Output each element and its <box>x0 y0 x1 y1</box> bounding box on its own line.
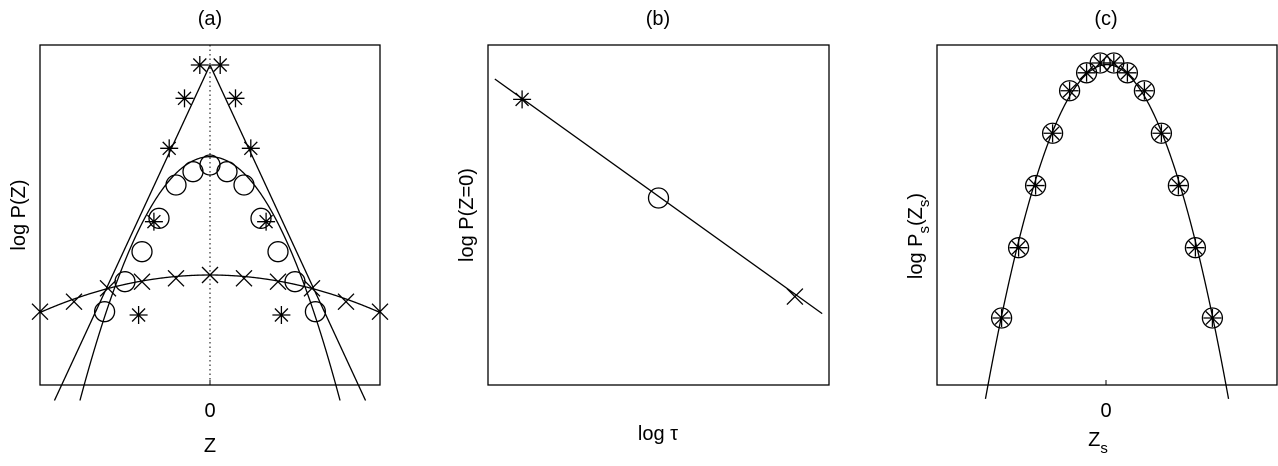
panel-c-point-13 <box>1201 307 1224 329</box>
panel-a-point-circle-2 <box>216 161 238 183</box>
panel-c-point-7 <box>1103 52 1125 74</box>
panel-c-point-4 <box>1058 80 1081 102</box>
panel-b-marks <box>494 78 823 315</box>
panel-b-xlabel: log τ <box>638 423 678 445</box>
panel-c-ylabel: log Ps(Zs) <box>905 193 933 279</box>
panel-a-point-x-8 <box>303 279 321 297</box>
panel-a-point-star-5 <box>241 139 260 158</box>
panel-b-point-circle <box>647 187 670 209</box>
panel-b-point-star <box>513 90 532 109</box>
panel-a-label: (a) <box>198 8 222 30</box>
panel-c-marks <box>984 52 1230 399</box>
panel-a-point-circle-4 <box>233 174 255 196</box>
panel-a-point-circle-9 <box>114 271 136 293</box>
panel-a-point-star-4 <box>160 139 179 158</box>
panel-a-point-x-0 <box>31 303 49 321</box>
panel-b-frame <box>487 44 830 386</box>
panel-c-curve <box>984 63 1230 399</box>
panel-a-point-circle-11 <box>93 301 116 323</box>
panel-c: (c) 0 Zs log Ps(Zs) <box>905 8 1278 457</box>
panel-c-label: (c) <box>1094 8 1117 30</box>
panel-b-point-x <box>786 288 804 306</box>
panel-b-fit-line <box>494 78 823 315</box>
panel-a-point-circle-6 <box>250 207 272 229</box>
panel-c-point-3 <box>1041 122 1064 144</box>
panel-a-point-x-2 <box>99 279 117 297</box>
panel-a-point-circle-3 <box>165 174 187 196</box>
panel-a-point-star-1 <box>211 56 230 74</box>
panel-a-point-x-6 <box>235 269 253 287</box>
panel-a-ylabel: log P(Z) <box>8 179 30 250</box>
panel-a-point-x-5 <box>201 266 219 284</box>
panel-c-point-10 <box>1150 122 1173 144</box>
panel-b-ylabel: log P(Z=0) <box>456 168 478 262</box>
panel-a-point-circle-5 <box>148 207 170 229</box>
panel-c-point-11 <box>1167 174 1190 197</box>
panel-c-ylabel-tail-sub: s <box>916 200 933 208</box>
panel-b: (b) log τ log P(Z=0) <box>456 8 830 445</box>
panel-a-point-x-4 <box>167 269 185 287</box>
panel-c-xlabel-sub: s <box>1100 440 1108 457</box>
panel-a-point-circle-8 <box>267 241 289 263</box>
panel-a-point-star-2 <box>175 89 194 108</box>
panel-c-ylabel-sub: s <box>916 226 933 234</box>
panel-a-point-star-0 <box>190 56 209 74</box>
panel-a-point-x-9 <box>337 293 355 311</box>
panel-a-point-x-1 <box>65 293 83 311</box>
panel-a-point-circle-12 <box>304 301 327 323</box>
panel-a-point-circle-10 <box>284 271 306 293</box>
panel-c-ylabel-main: log P <box>905 233 927 279</box>
panel-c-point-1 <box>1007 237 1030 259</box>
panel-a-point-x-10 <box>371 303 389 321</box>
panel-a-curve-circle <box>79 156 341 401</box>
panel-c-xlabel-main: Z <box>1088 429 1100 451</box>
panel-a: (a) 0 Z log P(Z) <box>8 8 389 457</box>
panel-a-xlabel: Z <box>204 435 216 457</box>
panel-b-label: (b) <box>646 8 670 30</box>
panel-a-point-star-9 <box>272 306 291 324</box>
panel-a-point-x-3 <box>133 273 151 291</box>
panel-c-tick-label: 0 <box>1100 400 1111 422</box>
panel-a-point-x-7 <box>269 273 287 291</box>
panel-a-curve-star <box>53 63 367 401</box>
panel-c-point-12 <box>1184 237 1207 259</box>
panel-c-point-0 <box>990 307 1013 329</box>
panel-a-point-star-8 <box>129 306 148 324</box>
panel-a-tick-label: 0 <box>204 400 215 422</box>
panel-c-xlabel: Zs <box>1088 429 1108 457</box>
panel-a-point-star-3 <box>226 89 245 108</box>
panel-c-ylabel-tail: (Z <box>905 207 927 226</box>
panel-c-point-5 <box>1075 62 1098 84</box>
panel-c-point-9 <box>1133 80 1156 102</box>
panel-c-frame <box>936 44 1278 386</box>
panel-c-ylabel-end: ) <box>905 193 927 200</box>
panel-c-point-2 <box>1024 174 1047 197</box>
panel-a-marks <box>31 56 389 401</box>
panel-c-point-8 <box>1116 62 1139 84</box>
panel-a-point-circle-7 <box>131 241 153 263</box>
